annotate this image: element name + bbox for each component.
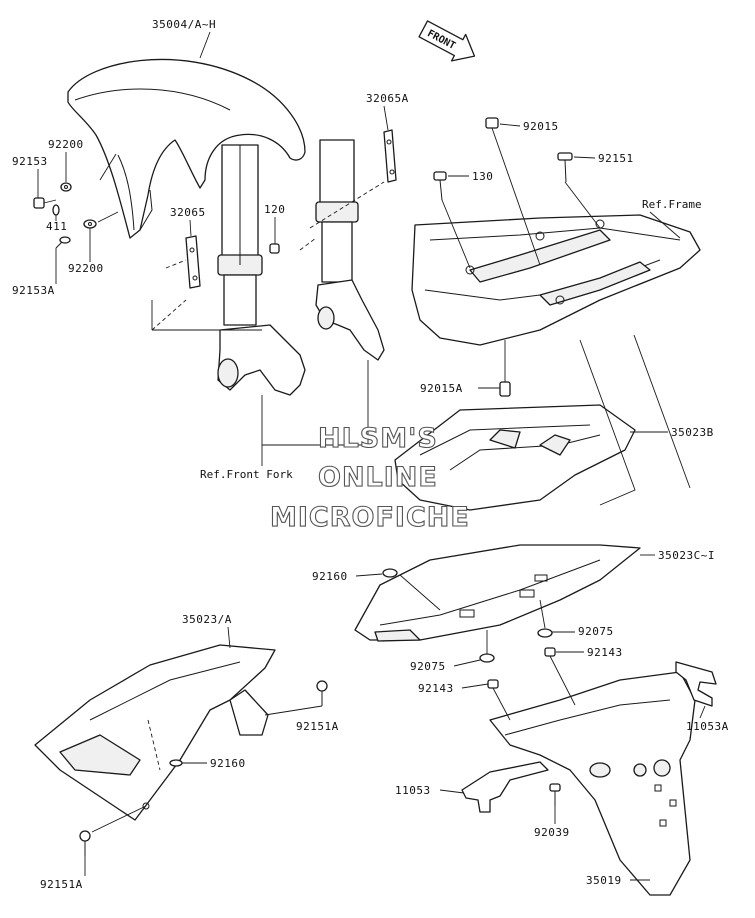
label-92153A[interactable]: 92153A — [12, 284, 55, 297]
label-35023B[interactable]: 35023B — [671, 426, 714, 439]
label-32065A[interactable]: 32065A — [366, 92, 409, 105]
fender-stay-32065A[interactable] — [383, 129, 397, 183]
watermark: HLSM'S ONLINE MICROFICHE — [269, 422, 470, 533]
seat-cowl-35023C[interactable] — [354, 544, 641, 642]
bolt-92151A-mid[interactable] — [316, 680, 328, 706]
bolt-120[interactable] — [269, 243, 280, 254]
label-92151A-low[interactable]: 92151A — [40, 878, 83, 891]
grommet-92160-low[interactable] — [169, 759, 183, 767]
label-35019[interactable]: 35019 — [586, 874, 622, 887]
label-92015A[interactable]: 92015A — [420, 382, 463, 395]
label-411[interactable]: 411 — [46, 220, 67, 233]
label-92039[interactable]: 92039 — [534, 826, 570, 839]
nut-92143-left[interactable] — [487, 679, 499, 689]
bolt-92151-top[interactable] — [557, 152, 573, 183]
front-fork-left[interactable] — [217, 144, 306, 396]
rear-frame[interactable] — [411, 214, 701, 346]
label-92075-left[interactable]: 92075 — [410, 660, 446, 673]
label-ref-frame[interactable]: Ref.Frame — [642, 198, 702, 211]
washer-411[interactable] — [52, 204, 60, 216]
watermark-line-2: ONLINE — [318, 462, 438, 493]
label-92153[interactable]: 92153 — [12, 155, 48, 168]
label-92143-left[interactable]: 92143 — [418, 682, 454, 695]
label-92160-low[interactable]: 92160 — [210, 757, 246, 770]
nut-92075-left[interactable] — [479, 653, 495, 663]
bolt-92039[interactable] — [549, 783, 561, 806]
nut-92075-right[interactable] — [537, 628, 553, 638]
nut-92015[interactable] — [485, 117, 499, 129]
label-92075-right[interactable]: 92075 — [578, 625, 614, 638]
label-92151A-mid[interactable]: 92151A — [296, 720, 339, 733]
collar-92015A[interactable] — [499, 381, 511, 397]
label-35023C[interactable]: 35023C~I — [658, 549, 715, 562]
front-fender[interactable] — [67, 58, 306, 239]
bolt-92153A[interactable] — [55, 236, 71, 249]
bracket-11053A[interactable] — [675, 661, 717, 707]
bracket-11053[interactable] — [461, 761, 549, 813]
label-11053A[interactable]: 11053A — [686, 720, 729, 733]
bolt-92151A-low[interactable] — [79, 830, 91, 856]
fender-stay-32065[interactable] — [185, 235, 201, 289]
label-ref-front-fork[interactable]: Ref.Front Fork — [200, 468, 293, 481]
label-92160-mid[interactable]: 92160 — [312, 570, 348, 583]
label-92200-top[interactable]: 92200 — [48, 138, 84, 151]
grommet-92160-mid[interactable] — [382, 568, 398, 578]
watermark-line-3: MICROFICHE — [270, 502, 470, 533]
label-92200-bottom[interactable]: 92200 — [68, 262, 104, 275]
label-35004[interactable]: 35004/A~H — [152, 18, 216, 31]
side-cover-35023A[interactable] — [34, 644, 276, 821]
label-92151-top[interactable]: 92151 — [598, 152, 634, 165]
washer-92200-bottom[interactable] — [83, 219, 97, 229]
watermark-line-1: HLSM'S — [318, 423, 438, 454]
label-92143-right[interactable]: 92143 — [587, 646, 623, 659]
nut-92143-right[interactable] — [544, 647, 556, 657]
part-labels: 35004/A~H 32065A 92015 92151 130 Ref.Fra… — [12, 18, 729, 891]
rear-fender-35019[interactable] — [489, 671, 696, 896]
washer-92200-top[interactable] — [60, 182, 72, 192]
bolt-92153[interactable] — [33, 197, 57, 209]
battery-case-35023B[interactable] — [394, 404, 636, 511]
label-120[interactable]: 120 — [264, 203, 285, 216]
front-arrow: FRONT — [418, 20, 476, 62]
label-32065[interactable]: 32065 — [170, 206, 206, 219]
label-92015[interactable]: 92015 — [523, 120, 559, 133]
label-11053[interactable]: 11053 — [395, 784, 431, 797]
label-35023A[interactable]: 35023/A — [182, 613, 232, 626]
bolt-130[interactable] — [433, 171, 447, 201]
label-130[interactable]: 130 — [472, 170, 493, 183]
front-fork-right[interactable] — [315, 139, 385, 361]
